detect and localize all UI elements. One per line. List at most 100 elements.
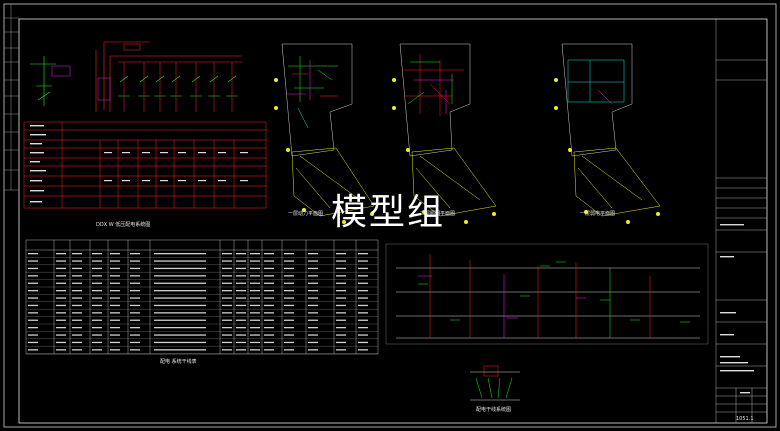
table-cell-mark xyxy=(336,334,346,336)
table-cell-mark xyxy=(236,319,246,321)
table-cell-mark xyxy=(72,334,82,336)
table-cell-mark xyxy=(308,349,318,351)
table-cell-mark xyxy=(92,282,102,284)
table-cell-mark xyxy=(250,319,260,321)
table-cell-mark xyxy=(222,253,232,255)
table-cell-mark xyxy=(264,304,274,307)
table-cell-mark xyxy=(336,304,346,307)
plan-title-3: 一层弱电平面图 xyxy=(580,211,616,217)
left-margin-strip xyxy=(4,4,19,191)
table-cell-mark xyxy=(308,334,318,336)
table-cell-mark xyxy=(236,304,246,307)
watermark-text: 模型组 xyxy=(331,192,446,233)
table-cell-mark xyxy=(28,334,38,336)
table-cell-mark xyxy=(284,282,294,284)
table-cell-mark xyxy=(110,253,120,255)
table-cell-mark xyxy=(28,319,38,321)
table-cell-mark xyxy=(72,290,82,292)
table-cell-mark xyxy=(130,290,140,292)
inner-border xyxy=(18,18,768,424)
table-cell-mark xyxy=(250,290,260,292)
riser-caption: 配电干线系统图 xyxy=(476,407,512,413)
table-cell-mark xyxy=(308,282,318,284)
table-cell-mark xyxy=(92,312,102,314)
table-cell-mark xyxy=(250,267,260,270)
table-cell-mark xyxy=(284,312,294,314)
table-cell-mark xyxy=(110,312,120,314)
table-cell-mark xyxy=(110,334,120,336)
table-cell-mark xyxy=(336,297,346,299)
table-cell-mark xyxy=(222,297,232,299)
table-cell-mark xyxy=(28,290,38,292)
riser-diagram xyxy=(385,243,709,401)
table-cell-mark xyxy=(264,253,274,255)
table-cell-mark xyxy=(130,282,140,284)
table-cell-mark xyxy=(154,334,206,336)
table-cell-mark xyxy=(250,304,260,307)
table-cell-mark xyxy=(222,260,232,262)
table-cell-mark xyxy=(264,319,274,321)
table-cell-mark xyxy=(284,334,294,336)
table-cell-mark xyxy=(264,260,274,262)
table-cell-mark xyxy=(284,260,294,262)
table-cell-mark xyxy=(92,260,102,262)
table-cell-mark xyxy=(222,327,232,329)
table-cell-mark xyxy=(154,290,206,292)
table-cell-mark xyxy=(284,304,294,307)
table-cell-mark xyxy=(28,341,38,344)
table-cell-mark xyxy=(28,312,38,314)
table-cell-mark xyxy=(358,319,368,321)
table-cell-mark xyxy=(154,297,206,299)
table-cell-mark xyxy=(336,327,346,329)
table-cell-mark xyxy=(358,304,368,307)
outer-border xyxy=(3,3,777,428)
table-cell-mark xyxy=(72,327,82,329)
table-cell-mark xyxy=(250,260,260,262)
table-cell-mark xyxy=(130,312,140,314)
table-cell-mark xyxy=(250,297,260,299)
table-cell-mark xyxy=(72,260,82,262)
table-cell-mark xyxy=(336,282,346,284)
table-cell-mark xyxy=(110,349,120,351)
table-cell-mark xyxy=(336,319,346,321)
table-cell-mark xyxy=(110,260,120,262)
table-cell-mark xyxy=(56,334,66,336)
table-cell-mark xyxy=(308,304,318,307)
table-cell-mark xyxy=(28,327,38,329)
table-cell-mark xyxy=(358,290,368,292)
table-cell-mark xyxy=(264,349,274,351)
table-cell-mark xyxy=(358,282,368,284)
table-cell-mark xyxy=(56,319,66,321)
table-cell-mark xyxy=(28,253,38,255)
table-cell-mark xyxy=(92,341,102,344)
table-cell-mark xyxy=(92,275,102,277)
table-cell-mark xyxy=(92,267,102,270)
table-cell-mark xyxy=(92,290,102,292)
table-cell-mark xyxy=(222,275,232,277)
table-cell-mark xyxy=(250,282,260,284)
table-cell-mark xyxy=(28,260,38,262)
table-cell-mark xyxy=(222,290,232,292)
frame-code: 1051.1 xyxy=(736,416,754,422)
table-cell-mark xyxy=(110,319,120,321)
table-cell-mark xyxy=(358,327,368,329)
table-cell-mark xyxy=(264,297,274,299)
table-cell-mark xyxy=(236,290,246,292)
distribution-system-diagram xyxy=(23,41,267,209)
table-cell-mark xyxy=(236,267,246,270)
table-cell-mark xyxy=(92,253,102,255)
floor-plan-1 xyxy=(274,43,375,224)
table-cell-mark xyxy=(130,297,140,299)
table-cell-mark xyxy=(250,253,260,255)
trunk-table-rows xyxy=(26,253,378,354)
table-cell-mark xyxy=(110,297,120,299)
table-cell-mark xyxy=(56,297,66,299)
table-cell-mark xyxy=(56,290,66,292)
table-cell-mark xyxy=(28,349,38,351)
table-cell-mark xyxy=(236,349,246,351)
table-cell-mark xyxy=(56,327,66,329)
table-cell-mark xyxy=(250,312,260,314)
table-cell-mark xyxy=(72,282,82,284)
table-cell-mark xyxy=(28,282,38,284)
